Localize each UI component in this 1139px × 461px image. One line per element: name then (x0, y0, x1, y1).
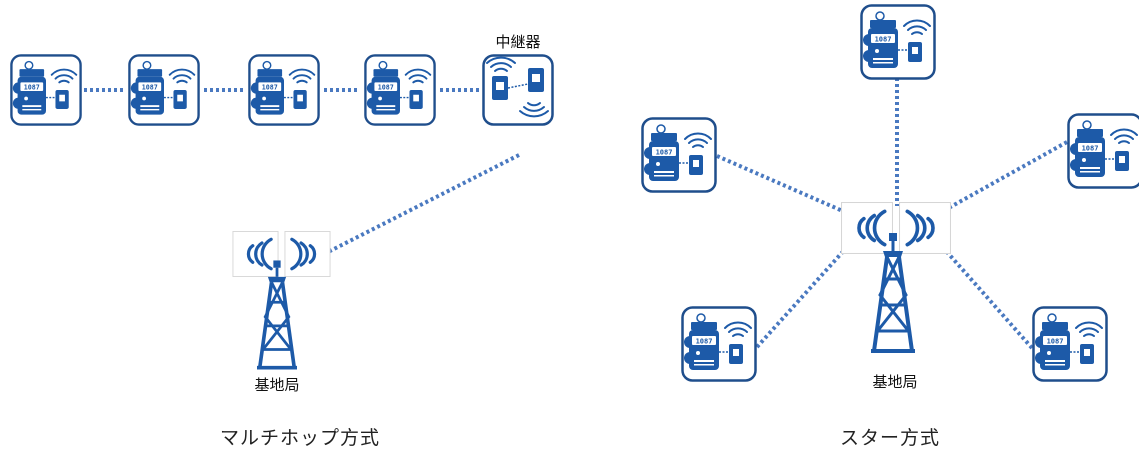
smart-meter-icon (248, 54, 320, 126)
smart-meter-icon (10, 54, 82, 126)
smart-meter-icon (860, 4, 936, 80)
base-station-label: 基地局 (872, 373, 917, 391)
radio-wave-icon (841, 202, 893, 254)
repeater-icon (482, 54, 554, 126)
radio-wave-icon (231, 231, 280, 277)
smart-meter-icon (1032, 306, 1108, 382)
star-diagram: 基地局 スター方式 (641, 4, 1139, 449)
smart-meter-icon (641, 117, 717, 193)
multihop-caption: マルチホップ方式 (220, 427, 380, 449)
smart-meter-icon (1067, 113, 1139, 189)
base-station-label: 基地局 (254, 376, 299, 394)
smart-meter-icon (128, 54, 200, 126)
multihop-diagram: 中継器 基地局 マルチホップ方式 (10, 33, 554, 449)
radio-wave-icon (899, 202, 951, 254)
smart-meter-icon (364, 54, 436, 126)
star-caption: スター方式 (840, 427, 940, 449)
multihop-links (84, 88, 520, 254)
smart-meter-icon (681, 306, 757, 382)
repeater-label: 中継器 (495, 33, 540, 51)
star-links (716, 78, 1068, 350)
radio-wave-icon (283, 231, 332, 277)
